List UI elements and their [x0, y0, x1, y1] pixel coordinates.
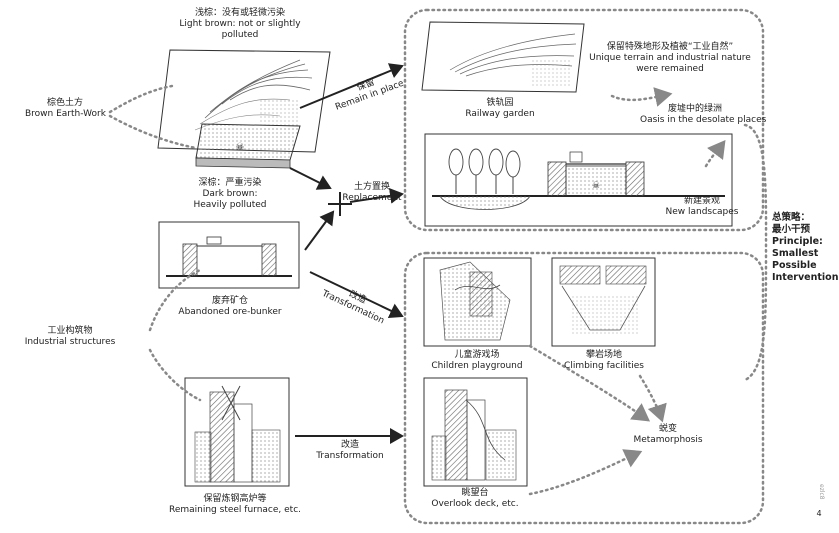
brown-earthwork-label: 棕色土方 Brown Earth-Work: [25, 98, 106, 120]
arrow-dark-to-plus: [289, 167, 332, 190]
light-brown-en1: Light brown: not or slightly: [179, 19, 301, 29]
dark-brown-label: 深棕：严重污染 Dark brown: Heavily polluted: [180, 178, 280, 211]
brown-earthwork-en: Brown Earth-Work: [25, 109, 106, 119]
railway-garden-en: Railway garden: [465, 109, 535, 119]
oasis-label: 废墟中的绿洲 Oasis in the desolate places: [640, 104, 767, 126]
unique-terrain-en1: Unique terrain and industrial nature: [589, 53, 751, 63]
children-playground-zh: 儿童游戏场: [454, 350, 500, 360]
dotted-arrow-new-to-oasis: [704, 140, 726, 168]
industrial-structures-label: 工业构筑物 Industrial structures: [15, 326, 125, 348]
children-playground-label: 儿童游戏场 Children playground: [425, 350, 529, 372]
steel-furnace-label: 保留炼钢高炉等 Remaining steel furnace, etc.: [165, 494, 305, 516]
light-brown-en2: polluted: [221, 30, 259, 40]
replacement-label: 土方置换 Replacement: [340, 182, 404, 204]
dark-brown-en1: Dark brown:: [202, 189, 258, 199]
strategy-en2: Smallest: [772, 248, 819, 259]
new-landscapes-en: New landscapes: [665, 207, 739, 217]
climbing-label: 攀岩场地 Climbing facilities: [552, 350, 656, 372]
svg-text:☠: ☠: [236, 142, 245, 153]
dotted-arrow-industrial-up: [148, 268, 202, 332]
metamorphosis-label: 蜕变 Metamorphosis: [628, 424, 708, 446]
ore-bunker-en: Abandoned ore-bunker: [178, 307, 282, 317]
steel-furnace-zh: 保留炼钢高炉等: [203, 494, 267, 504]
dotted-strategy-bracket: [743, 123, 768, 382]
railway-garden-label: 铁轨园 Railway garden: [450, 98, 550, 120]
oasis-zh: 废墟中的绿洲: [667, 104, 722, 114]
new-landscapes-label: 新建景观 New landscapes: [662, 196, 742, 218]
unique-terrain-zh: 保留特殊地形及植被“工业自然”: [606, 42, 734, 52]
dotted-arrow-brown-earthwork-2: [108, 114, 198, 150]
strategy-zh2: 最小干预: [772, 224, 811, 235]
industrial-structures-en: Industrial structures: [24, 337, 116, 347]
ore-bunker-label: 废弃矿仓 Abandoned ore-bunker: [175, 296, 285, 318]
strategy-en3: Possible: [772, 260, 817, 271]
strategy-en1: Principle:: [772, 236, 823, 247]
overlook-zh: 眺望台: [461, 488, 489, 498]
arrow-remain: [299, 63, 404, 109]
transformation-lower-en: Transformation: [316, 451, 384, 461]
dark-brown-zh: 深棕：严重污染: [198, 178, 262, 188]
arrow-replacement: [349, 187, 404, 204]
replacement-en: Replacement: [342, 193, 402, 203]
strategy-en4: Intervention: [772, 272, 839, 283]
climbing-facilities-sketch: [551, 257, 656, 347]
dark-brown-en2: Heavily polluted: [193, 200, 267, 210]
dotted-arrow-playground-meta: [528, 344, 651, 422]
arrow-transform-upper: [309, 271, 404, 319]
light-brown-zh: 浅棕：没有或轻微污染: [194, 8, 285, 18]
upper-right-container: [403, 8, 765, 232]
transformation-lower-zh: 改造: [340, 440, 359, 450]
dotted-arrow-industrial-down: [148, 348, 202, 402]
industrial-structures-zh: 工业构筑物: [47, 326, 93, 336]
unique-terrain-label: 保留特殊地形及植被“工业自然” Unique terrain and indus…: [585, 42, 755, 75]
steel-furnace-sketch: [184, 377, 290, 487]
children-playground-sketch: [423, 257, 532, 347]
unique-terrain-en2: were remained: [636, 64, 704, 74]
climbing-zh: 攀岩场地: [585, 350, 622, 360]
dotted-arrow-to-oasis: [610, 87, 673, 107]
ore-bunker-sketch: [158, 221, 300, 289]
steel-furnace-en: Remaining steel furnace, etc.: [168, 505, 302, 515]
lower-right-container: [403, 251, 765, 525]
new-landscapes-zh: 新建景观: [683, 196, 720, 206]
ore-bunker-zh: 废弃矿仓: [211, 296, 248, 306]
svg-text:☠: ☠: [592, 181, 600, 191]
overlook-en: Overlook deck, etc.: [431, 499, 519, 509]
dotted-arrow-climbing-meta: [638, 374, 667, 423]
railway-garden-zh: 铁轨园: [486, 98, 514, 108]
metamorphosis-en: Metamorphosis: [633, 435, 703, 445]
arrow-bunker-to-plus: [304, 210, 335, 251]
dotted-arrow-brown-earthwork: [108, 84, 174, 114]
overlook-deck-sketch: [423, 377, 528, 487]
oasis-en: Oasis in the desolate places: [640, 115, 767, 125]
dotted-arrow-overlook-meta: [528, 449, 643, 496]
children-playground-en: Children playground: [431, 361, 523, 371]
brown-earthwork-zh: 棕色土方: [46, 98, 83, 108]
dark-brown-soil-block: ☠: [195, 123, 301, 169]
metamorphosis-zh: 蜕变: [658, 424, 677, 434]
transformation-lower-label: 改造 Transformation: [310, 440, 390, 462]
new-landscape-section-sketch: ☠: [424, 133, 733, 227]
watermark: ezlc8: [818, 484, 825, 500]
railway-garden-sketch: [421, 21, 585, 93]
light-brown-label: 浅棕：没有或轻微污染 Light brown: not or slightly …: [170, 8, 310, 41]
plus-sign: [328, 192, 352, 216]
strategy-zh1: 总策略：: [772, 212, 811, 223]
replacement-zh: 土方置换: [353, 182, 390, 192]
overlook-label: 眺望台 Overlook deck, etc.: [420, 488, 530, 510]
page-number: 4: [816, 509, 822, 518]
strategy-label: 总策略： 最小干预 Principle: Smallest Possible I…: [772, 212, 838, 284]
climbing-en: Climbing facilities: [564, 361, 644, 371]
